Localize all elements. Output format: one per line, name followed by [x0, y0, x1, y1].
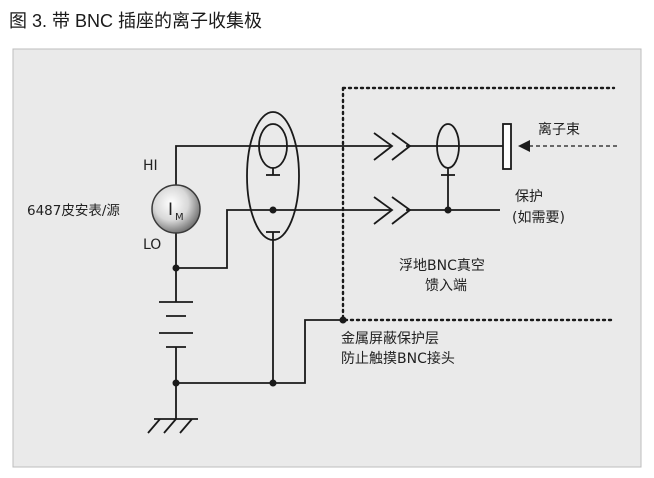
- picoammeter-meter: [151, 184, 201, 234]
- hi-label: HI: [143, 158, 158, 174]
- metal-shield-boundary: [341, 86, 616, 322]
- lo-label: LO: [143, 237, 161, 253]
- ion-collector-plate: [502, 123, 512, 170]
- lo-wire: [175, 209, 392, 269]
- floating-bnc-label-2: 馈入端: [425, 278, 467, 294]
- shield-label-2: 防止触摸BNC接头: [341, 350, 455, 367]
- ground-bus: [176, 319, 343, 384]
- figure-title: 图 3. 带 BNC 插座的离子收集极: [9, 11, 263, 31]
- diagram-panel: [12, 48, 642, 468]
- junction-dots: [172, 206, 452, 387]
- meter-subscript: M: [175, 212, 184, 223]
- earth-ground: [147, 383, 198, 434]
- meter-symbol: I: [168, 200, 173, 220]
- shield-label-1: 金属屏蔽保护层: [341, 331, 439, 347]
- hi-wire: [175, 145, 392, 190]
- ion-beam-arrowhead: [518, 140, 530, 152]
- voltage-source: [159, 268, 193, 383]
- instrument-label: 6487皮安表/源: [27, 203, 120, 219]
- guard-label-1: 保护: [515, 189, 543, 205]
- guard-label-2: (如需要): [512, 210, 565, 226]
- floating-bnc-label-1: 浮地BNC真空: [399, 258, 485, 274]
- ion-beam-label: 离子束: [538, 121, 580, 138]
